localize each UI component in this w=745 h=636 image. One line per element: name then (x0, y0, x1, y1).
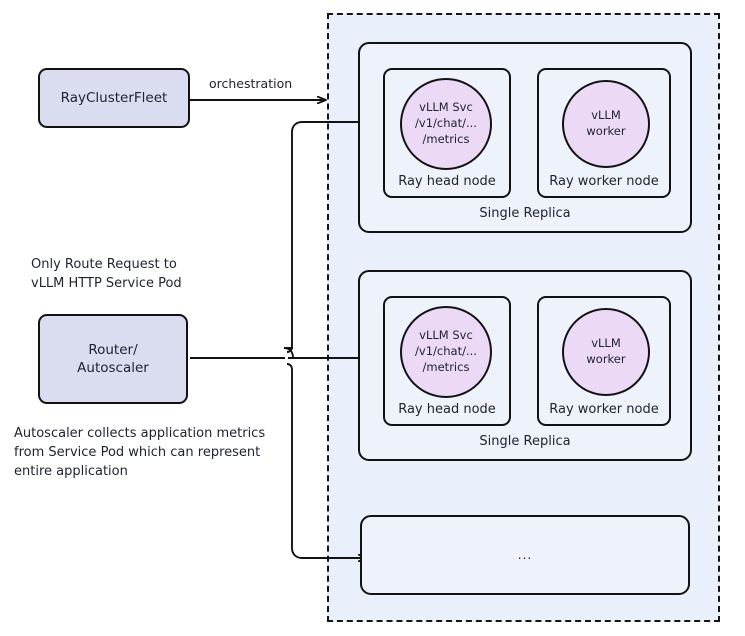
ray-worker-node-label-2: Ray worker node (549, 402, 659, 417)
ray-head-node-label-1: Ray head node (398, 174, 496, 189)
router-autoscaler-box[interactable]: Router/ Autoscaler (38, 314, 188, 404)
replica-box-1: vLLM Svc /v1/chat/... /metrics Ray head … (358, 42, 692, 233)
router-autoscaler-label: Router/ Autoscaler (77, 341, 149, 376)
ray-head-node-2: vLLM Svc /v1/chat/... /metrics Ray head … (383, 296, 511, 426)
vllm-svc-text-2: vLLM Svc /v1/chat/... /metrics (415, 328, 477, 374)
vllm-worker-circle-1: vLLM worker (562, 80, 650, 168)
note-route-request: Only Route Request to vLLM HTTP Service … (31, 257, 182, 291)
ray-cluster-fleet-box[interactable]: RayClusterFleet (38, 68, 190, 128)
vllm-worker-text-1: vLLM worker (586, 108, 626, 138)
more-replicas-box: ... (360, 515, 690, 595)
ray-head-node-1: vLLM Svc /v1/chat/... /metrics Ray head … (383, 68, 511, 198)
vllm-svc-circle-1: vLLM Svc /v1/chat/... /metrics (400, 78, 492, 170)
replica-label-1: Single Replica (479, 206, 571, 221)
orchestration-edge-label: orchestration (209, 76, 293, 91)
vllm-worker-text-2: vLLM worker (586, 336, 626, 366)
replica-box-2: vLLM Svc /v1/chat/... /metrics Ray head … (358, 270, 692, 461)
replica-label-2: Single Replica (479, 434, 571, 449)
vllm-svc-text-1: vLLM Svc /v1/chat/... /metrics (415, 100, 477, 146)
ray-cluster-fleet-label: RayClusterFleet (60, 89, 168, 106)
edge-router-to-more (286, 363, 367, 558)
ray-worker-node-1: vLLM worker Ray worker node (537, 68, 671, 198)
vllm-svc-circle-2: vLLM Svc /v1/chat/... /metrics (400, 306, 492, 398)
ray-worker-node-label-1: Ray worker node (549, 174, 659, 189)
ray-head-node-label-2: Ray head node (398, 402, 496, 417)
more-replicas-label: ... (517, 548, 533, 562)
vllm-worker-circle-2: vLLM worker (562, 308, 650, 396)
note-autoscaler-metrics: Autoscaler collects application metrics … (14, 426, 266, 479)
ray-worker-node-2: vLLM worker Ray worker node (537, 296, 671, 426)
